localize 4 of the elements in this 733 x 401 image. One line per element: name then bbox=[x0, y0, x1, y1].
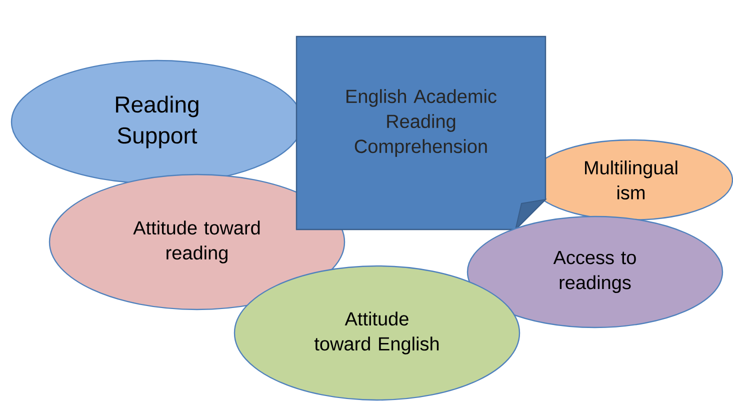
ellipse-node: Reading Support bbox=[10, 60, 304, 184]
ellipse-node: Access to readings bbox=[466, 216, 724, 328]
ellipse-node: Attitude toward reading bbox=[48, 174, 346, 310]
ellipse-node: Attitude toward English bbox=[234, 265, 520, 401]
